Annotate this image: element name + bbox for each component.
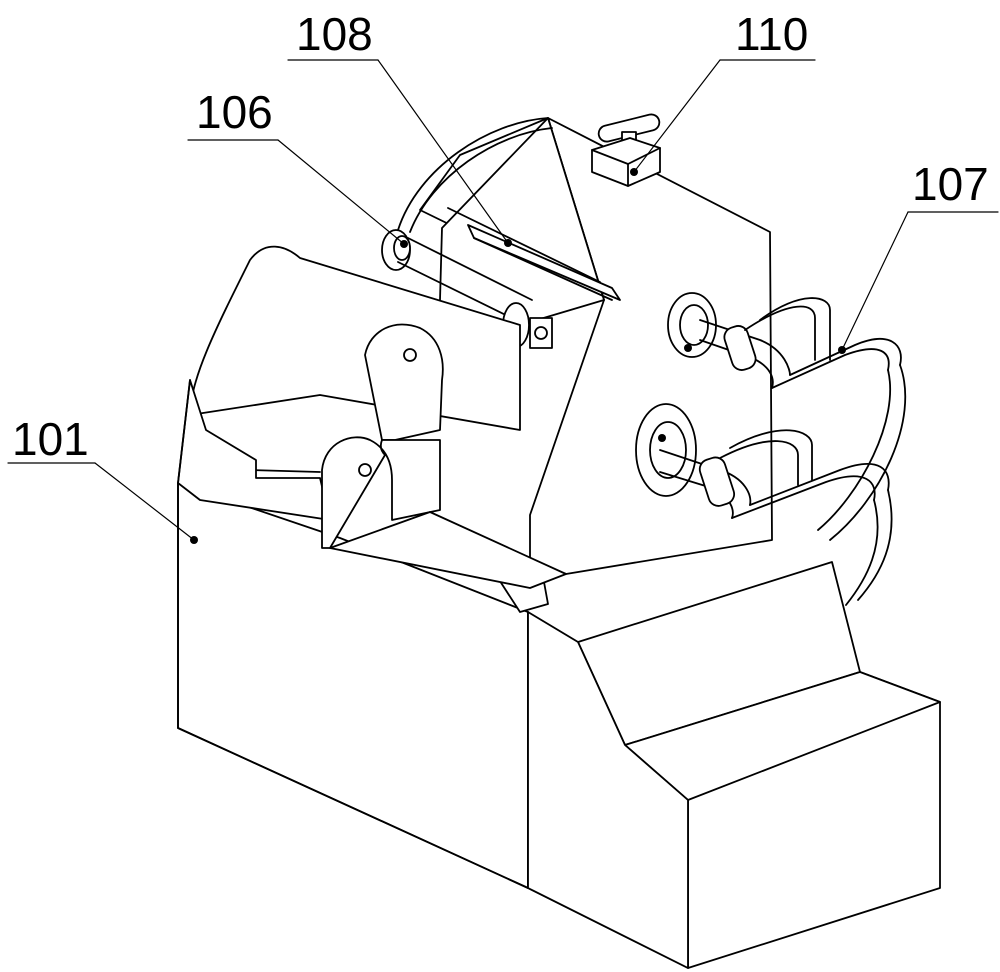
lower-plate xyxy=(329,511,567,589)
leader-line-106 xyxy=(187,139,408,248)
callout-101: 101 xyxy=(12,413,89,465)
support-bracket-front xyxy=(321,436,441,549)
callout-110: 110 xyxy=(735,8,808,60)
leader-line-108 xyxy=(287,59,512,247)
callout-107: 107 xyxy=(912,158,989,210)
leader-line-110 xyxy=(630,59,816,176)
pipe-assembly-107 xyxy=(659,297,907,606)
callout-108: 108 xyxy=(296,8,373,60)
support-bracket-rear xyxy=(364,323,444,441)
upper-bearing xyxy=(667,292,717,358)
callout-106: 106 xyxy=(196,86,273,138)
lower-bearing xyxy=(635,403,697,497)
leader-line-107 xyxy=(838,211,999,354)
handle-knob-110 xyxy=(591,113,661,187)
leader-line-101 xyxy=(7,462,198,544)
front-base-box xyxy=(495,559,941,969)
